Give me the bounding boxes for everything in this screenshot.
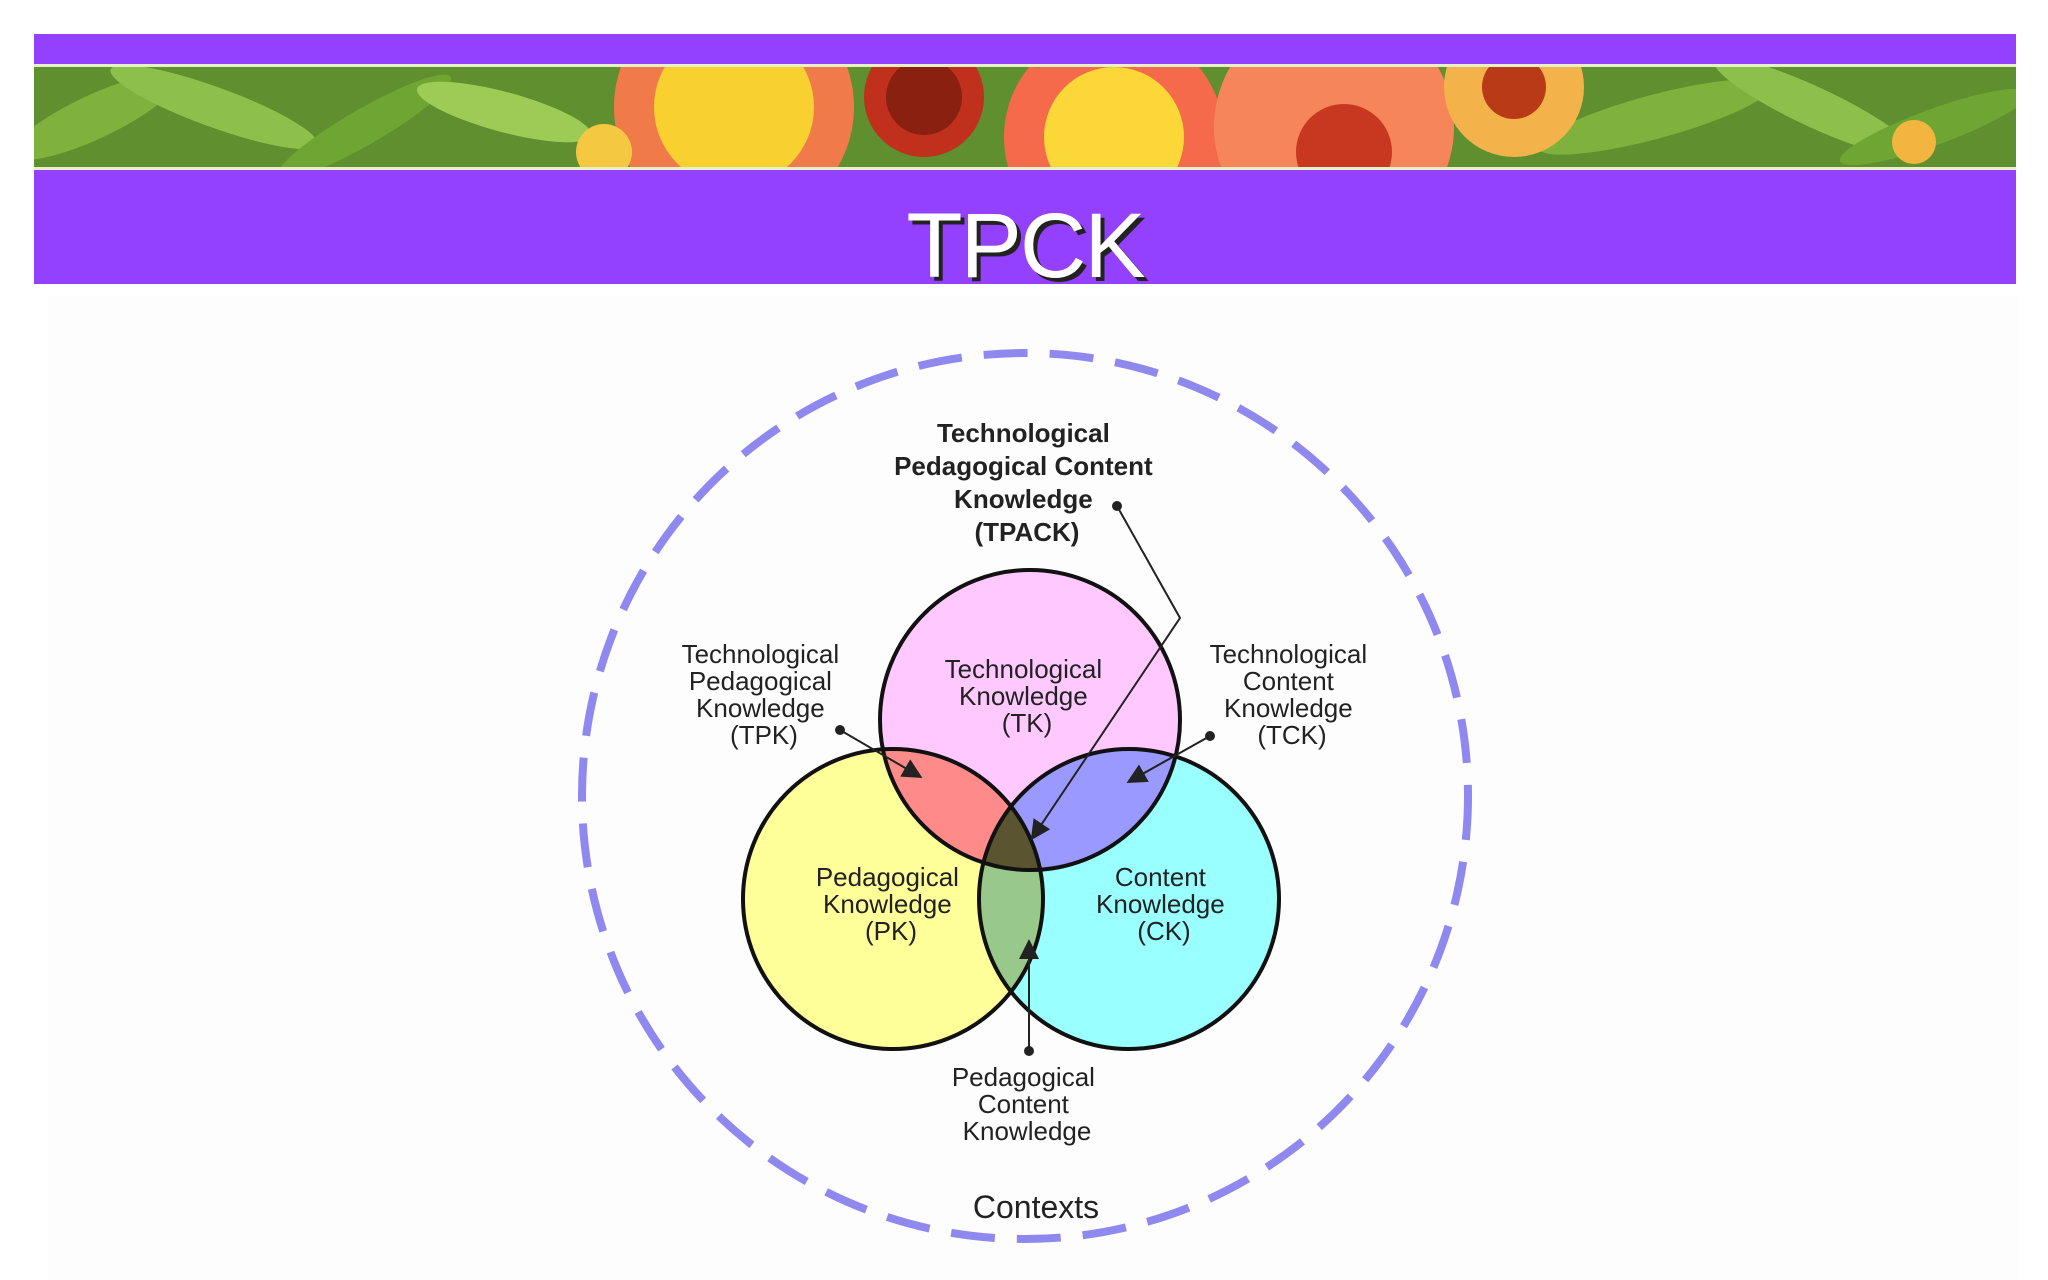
- tk-label: Technological Knowledge (TK): [945, 654, 1110, 738]
- slide-title: TPCK: [906, 195, 1145, 297]
- title-banner: TPCK: [34, 34, 2016, 296]
- contexts-ring: [578, 349, 1472, 1243]
- ck-label: Content Knowledge (CK): [1096, 862, 1232, 946]
- flower-banner-image: [34, 64, 2016, 170]
- contexts-label: Contexts: [973, 1189, 1099, 1225]
- tck-label: Technological Content Knowledge (TCK): [1210, 639, 1375, 750]
- tpk-label: Technological Pedagogical Knowledge (TPK…: [682, 639, 847, 750]
- tpk-overlap: [880, 749, 1043, 870]
- tpack-diagram-area: Technological Pedagogical Content Knowle…: [48, 296, 2018, 1280]
- tpack-label: Technological Pedagogical Content Knowle…: [894, 418, 1160, 547]
- tpk-leader-line: [839, 729, 923, 779]
- tck-leader-line: [1126, 735, 1211, 783]
- tk-outline: [878, 568, 1182, 872]
- tck-overlap: [979, 749, 1180, 870]
- tpack-venn-diagram: Technological Pedagogical Content Knowle…: [578, 349, 1472, 1243]
- pk-label: Pedagogical Knowledge (PK): [816, 862, 966, 946]
- pk-outline: [741, 747, 1045, 1051]
- flower-banner-art: [34, 67, 2016, 167]
- pck-label: Pedagogical Content Knowledge: [952, 1062, 1102, 1146]
- ck-outline: [977, 747, 1281, 1051]
- tpack-leader-line: [1030, 505, 1182, 841]
